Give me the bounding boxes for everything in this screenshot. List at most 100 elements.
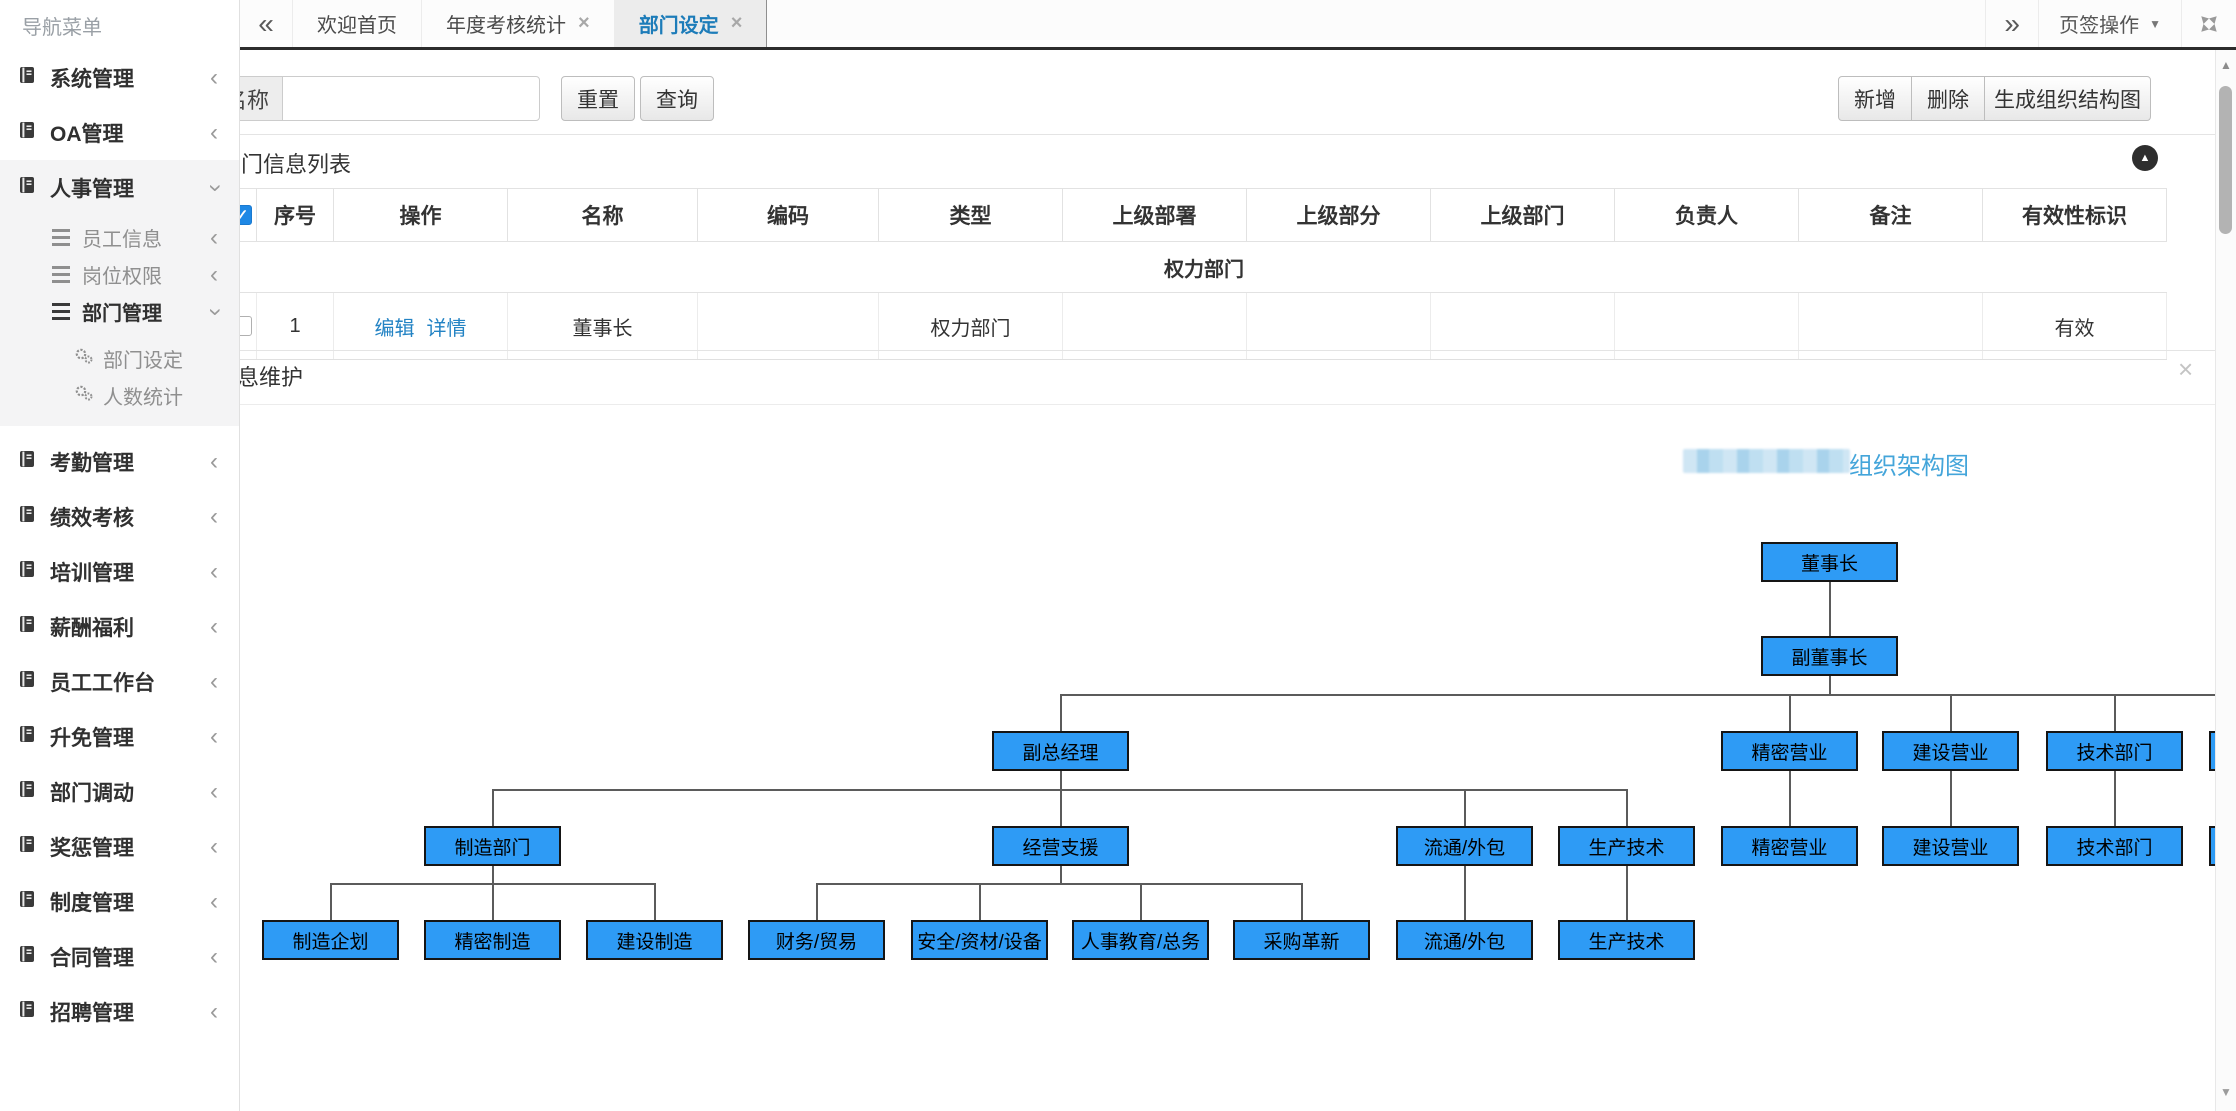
chevron-left-icon: ‹ (210, 612, 218, 640)
sidebar-group: 人事管理‹员工信息‹岗位权限‹部门管理‹部门设定人数统计 (0, 160, 239, 426)
sidebar-item-label: OA管理 (50, 122, 124, 146)
sidebar-item[interactable]: 制度管理‹ (0, 874, 239, 929)
chevron-left-icon: ‹ (210, 223, 218, 251)
org-node: 财务/贸易 (748, 920, 885, 960)
chevron-left-icon: ‹ (210, 447, 218, 475)
tab[interactable]: 欢迎首页 (293, 0, 422, 47)
org-node: 经营支援 (992, 826, 1129, 866)
org-connector (1626, 883, 1628, 920)
org-connector (1626, 789, 1628, 826)
table-group-row[interactable]: 权力部门 (228, 241, 2167, 293)
sidebar-leaf-label: 人数统计 (103, 387, 183, 409)
sidebar-item[interactable]: 员工工作台‹ (0, 654, 239, 709)
sidebar-item[interactable]: 考勤管理‹ (0, 434, 239, 489)
org-node: 人事教育/总务 (1072, 920, 1209, 960)
org-node: 流通/外包 (1396, 920, 1533, 960)
org-connector (492, 866, 494, 883)
tab-actions-dropdown[interactable]: 页签操作 ▼ (2038, 0, 2181, 47)
add-button[interactable]: 新增 (1838, 76, 1912, 121)
org-connector (1829, 676, 1831, 694)
sidebar-item[interactable]: 人事管理‹ (0, 160, 239, 215)
column-header: 编码 (697, 188, 879, 242)
tabbar-spacer (767, 0, 1985, 47)
tab-label: 年度考核统计 (446, 15, 566, 37)
query-button[interactable]: 查询 (640, 76, 714, 121)
scrollbar-down-button[interactable]: ▼ (2220, 1085, 2232, 1099)
chevron-left-icon: ‹ (210, 557, 218, 585)
row-type-cell: 权力部门 (878, 292, 1063, 360)
sidebar-group: 合同管理‹ (0, 929, 239, 984)
reset-button[interactable]: 重置 (561, 76, 635, 121)
sidebar-item-label: 奖惩管理 (50, 836, 134, 860)
org-connector (979, 883, 981, 920)
org-node (2209, 826, 2215, 866)
column-header: 类型 (878, 188, 1063, 242)
column-header: 名称 (507, 188, 698, 242)
org-connector (1464, 883, 1466, 920)
org-connector (2114, 771, 2116, 789)
sidebar-leaf-item[interactable]: 人数统计 (0, 377, 239, 414)
sidebar-subitem-label: 部门管理 (82, 303, 162, 325)
tab-close-icon[interactable]: × (578, 12, 590, 34)
org-node: 副总经理 (992, 731, 1129, 771)
generate-org-chart-button[interactable]: 生成组织结构图 (1984, 76, 2151, 121)
org-node: 精密营业 (1721, 731, 1858, 771)
collapse-panel-button[interactable]: ▲ (2132, 145, 2158, 171)
sidebar-subitem[interactable]: 岗位权限‹ (0, 256, 239, 293)
sidebar-item[interactable]: 系统管理‹ (0, 50, 239, 105)
sidebar-item[interactable]: 绩效考核‹ (0, 489, 239, 544)
org-connector (1060, 789, 1062, 826)
sidebar-item[interactable]: OA管理‹ (0, 105, 239, 160)
sidebar-item-label: 招聘管理 (50, 1001, 134, 1025)
column-header: 负责人 (1614, 188, 1799, 242)
sidebar-item[interactable]: 薪酬福利‹ (0, 599, 239, 654)
divider (0, 404, 2215, 405)
scrollbar-up-button[interactable]: ▲ (2220, 58, 2232, 72)
double-chevron-left-icon: « (258, 7, 274, 39)
tab[interactable]: 部门设定× (614, 0, 768, 47)
sidebar-item-label: 制度管理 (50, 891, 134, 915)
org-node: 生产技术 (1558, 826, 1695, 866)
sidebar-item-label: 升免管理 (50, 726, 134, 750)
delete-button[interactable]: 删除 (1911, 76, 1985, 121)
sidebar-item[interactable]: 升免管理‹ (0, 709, 239, 764)
scroll-tabs-right-button[interactable]: » (1985, 0, 2038, 47)
book-icon (18, 121, 36, 144)
org-connector (1950, 771, 1952, 789)
close-panel-button[interactable]: × (2178, 356, 2193, 382)
sidebar-item[interactable]: 招聘管理‹ (0, 984, 239, 1039)
org-connector (1789, 694, 1791, 731)
vertical-scrollbar[interactable]: ▲ ▼ (2215, 50, 2236, 1111)
tab-close-icon[interactable]: × (730, 12, 743, 34)
scrollbar-thumb[interactable] (2219, 86, 2232, 234)
fullscreen-button[interactable] (2181, 0, 2236, 47)
tab[interactable]: 年度考核统计 × (422, 0, 615, 47)
sidebar-subitem[interactable]: 员工信息‹ (0, 219, 239, 256)
sidebar-item[interactable]: 合同管理‹ (0, 929, 239, 984)
org-connector (1950, 694, 1952, 731)
detail-link[interactable]: 详情 (426, 317, 467, 340)
column-header: 上级部分 (1246, 188, 1431, 242)
sidebar-item[interactable]: 培训管理‹ (0, 544, 239, 599)
org-node: 生产技术 (1558, 920, 1695, 960)
org-node: 董事长 (1761, 542, 1898, 582)
org-connector (1829, 582, 1831, 599)
chevron-down-icon: ‹ (200, 183, 227, 192)
sidebar-group: 制度管理‹ (0, 874, 239, 929)
sidebar-group: 部门调动‹ (0, 764, 239, 819)
column-header: 上级部门 (1430, 188, 1615, 242)
search-input[interactable] (282, 76, 540, 121)
toolbar-button-group: 新增 删除 生成组织结构图 (1838, 76, 2151, 121)
row-sup2-cell (1246, 292, 1431, 360)
edit-link[interactable]: 编辑 (374, 317, 415, 340)
scroll-tabs-left-button[interactable]: « (240, 0, 293, 47)
sidebar-group: 考勤管理‹ (0, 434, 239, 489)
sidebar-item[interactable]: 部门调动‹ (0, 764, 239, 819)
sidebar-subitem[interactable]: 部门管理‹ (0, 293, 239, 330)
sidebar-item[interactable]: 奖惩管理‹ (0, 819, 239, 874)
org-node: 副董事长 (1761, 636, 1898, 676)
sidebar-leaf-item[interactable]: 部门设定 (0, 340, 239, 377)
row-name-cell: 董事长 (507, 292, 698, 360)
